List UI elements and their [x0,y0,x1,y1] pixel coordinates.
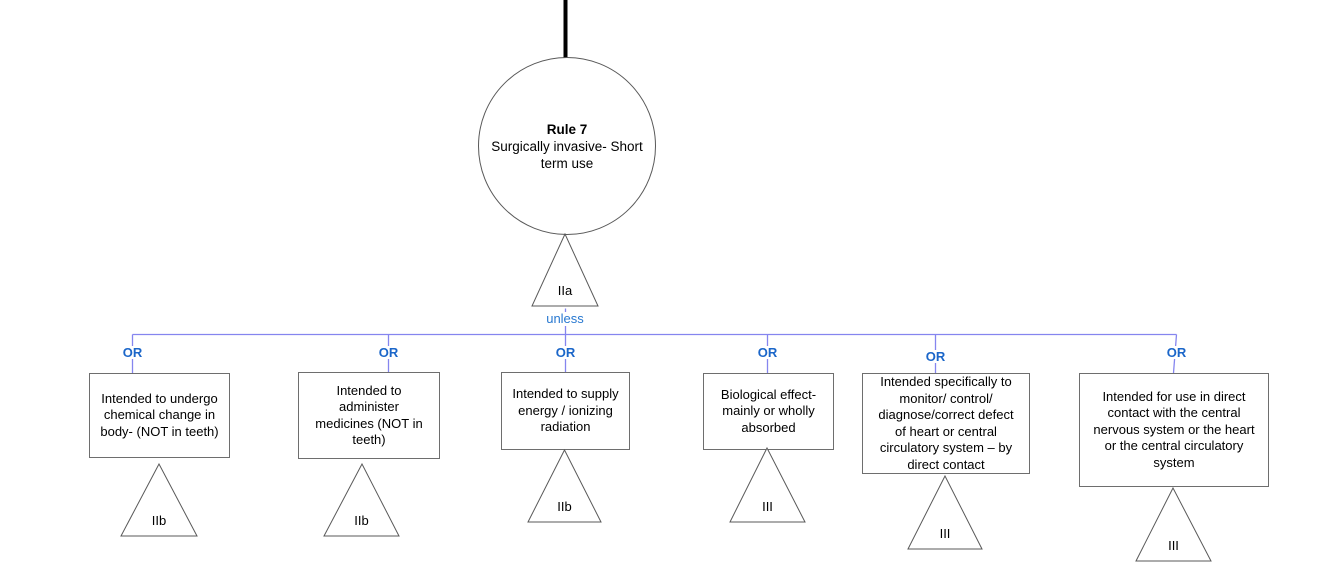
condition-text-1: Intended to undergo chemical change in b… [100,390,219,439]
triangle-shape [1135,487,1212,562]
or-label-2: OR [376,345,401,360]
triangle-shape [907,475,983,550]
condition-text-3: Intended to supply energy / ionizing rad… [512,386,619,435]
rule-node: Rule 7 Surgically invasive- Short term u… [478,57,656,235]
condition-box-4: Biological effect- mainly or wholly abso… [703,373,834,450]
class-triangle-2: IIb [323,463,400,537]
unless-label: unless [543,312,587,326]
triangle-shape [323,463,400,537]
class-triangle-6: III [1135,487,1212,562]
class-label: IIb [151,513,167,528]
condition-text-6: Intended for use in direct contact with … [1093,388,1255,470]
condition-text-5: Intended specifically to monitor/ contro… [878,374,1014,472]
rule-title: Rule 7 [546,121,588,137]
or-label-4: OR [755,345,780,360]
class-triangle-4: III [729,447,806,523]
or-label-6: OR [1164,345,1189,360]
class-label: IIb [557,499,572,514]
condition-text-4: Biological effect- mainly or wholly abso… [720,386,817,435]
class-label: IIb [354,513,369,528]
triangle-shape [531,233,599,307]
class-triangle-1: IIb [120,463,198,537]
class-label: III [1168,538,1179,553]
or-label-5: OR [923,349,948,364]
condition-box-6: Intended for use in direct contact with … [1079,373,1269,487]
condition-box-2: Intended to administer medicines (NOT in… [298,372,440,459]
class-triangle-5: III [907,475,983,550]
condition-box-5: Intended specifically to monitor/ contro… [862,373,1030,474]
rule-subtitle: Surgically invasive- Short term use [491,138,643,171]
condition-box-1: Intended to undergo chemical change in b… [89,373,230,458]
triangle-shape [729,447,806,523]
class-triangle-root: IIa [531,233,599,307]
triangle-shape [120,463,198,537]
class-label: III [762,499,773,514]
condition-box-3: Intended to supply energy / ionizing rad… [501,372,630,450]
condition-text-2: Intended to administer medicines (NOT in… [315,382,423,448]
class-label: III [939,526,951,541]
or-label-1: OR [120,345,145,360]
triangle-shape [527,449,602,523]
class-triangle-3: IIb [527,449,602,523]
class-label: IIa [557,283,573,298]
or-label-3: OR [553,345,578,360]
